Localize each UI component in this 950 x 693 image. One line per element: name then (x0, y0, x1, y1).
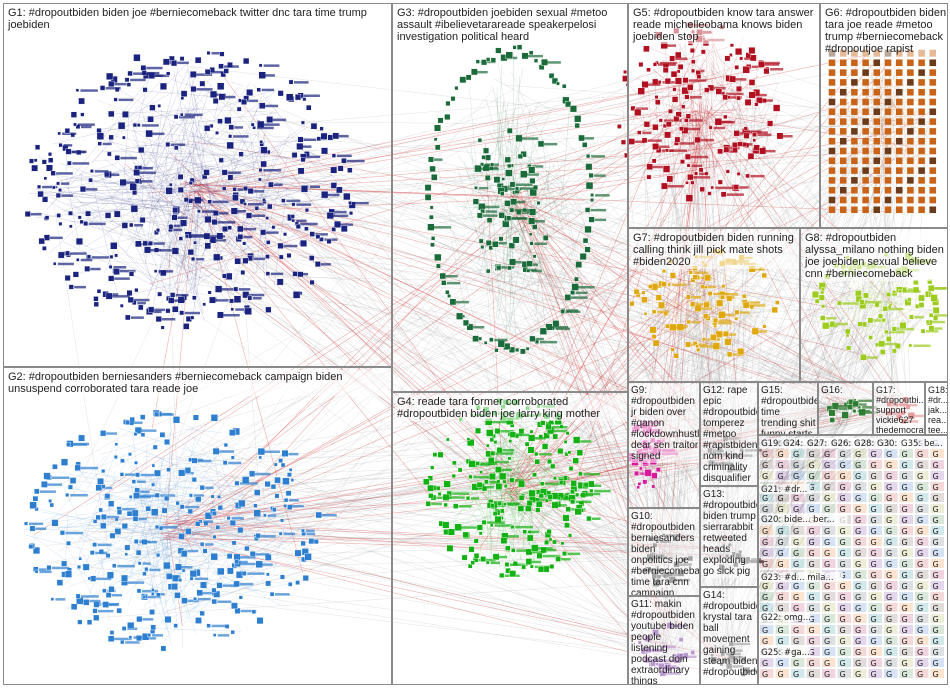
group-cell-g13: G13: #dropoutbiden biden trump sierrarab… (700, 486, 758, 587)
group-label-g14: G14: #dropoutbiden krystal tara ball mov… (701, 589, 758, 679)
group-label-g16: G16: (819, 384, 873, 397)
group-label-g2: G2: #dropoutbiden berniesanders #berniec… (6, 370, 390, 396)
group-cell-g8: G8: #dropoutbiden alyssa_milano nothing … (800, 228, 948, 382)
group-label-g10: G10: #dropoutbiden berniesanders biden o… (629, 510, 700, 596)
group-label-g15: G15: #dropoutbiden time trending shit fu… (759, 384, 818, 435)
group-cell-g15: G15: #dropoutbiden time trending shit fu… (758, 382, 818, 435)
group-label-g8: G8: #dropoutbiden alyssa_milano nothing … (803, 231, 948, 281)
group-cell-g12: G12: rape epic #dropoutbiden tomperez #m… (700, 382, 758, 486)
group-label-g12: G12: rape epic #dropoutbiden tomperez #m… (701, 384, 758, 485)
group-cell-g4: G4: reade tara former corroborated #drop… (392, 392, 628, 685)
group-cell-small-grid (758, 435, 948, 685)
group-label-g5: G5: #dropoutbiden know tara answer reade… (631, 6, 820, 44)
group-cell-g7: G7: #dropoutbiden biden running calling … (628, 228, 800, 382)
group-label-g11: G11: makin #dropoutbiden youtube biden p… (629, 598, 700, 685)
group-cell-g6: G6: #dropoutbiden biden tara joe reade #… (820, 3, 948, 228)
group-cell-g14: G14: #dropoutbiden krystal tara ball mov… (700, 587, 758, 685)
group-label-g13: G13: #dropoutbiden biden trump sierrarab… (701, 488, 758, 578)
group-cell-g5: G5: #dropoutbiden know tara answer reade… (628, 3, 820, 228)
group-cell-g11: G11: makin #dropoutbiden youtube biden p… (628, 596, 700, 685)
group-label-g6: G6: #dropoutbiden biden tara joe reade #… (823, 6, 948, 56)
group-cell-g9: G9: #dropoutbiden jr biden over #qanon #… (628, 382, 700, 508)
group-label-g7: G7: #dropoutbiden biden running calling … (631, 231, 800, 269)
group-label-g9: G9: #dropoutbiden jr biden over #qanon #… (629, 384, 700, 463)
group-label-g1: G1: #dropoutbiden biden joe #berniecomeb… (6, 6, 370, 32)
group-cell-g3: G3: #dropoutbiden joebiden sexual #metoo… (392, 3, 628, 392)
group-cell-g17: G17: #dropoutbi... support vickie627 the… (873, 382, 925, 435)
group-cell-g1: G1: #dropoutbiden biden joe #berniecomeb… (3, 3, 392, 367)
group-cell-g16: G16: (818, 382, 873, 435)
group-label-g18: G18: #dr... jak... rea... tee... (926, 384, 948, 435)
group-label-g17: G17: #dropoutbi... support vickie627 the… (874, 384, 925, 435)
group-cell-g18: G18: #dr... jak... rea... tee... (925, 382, 948, 435)
group-cell-g2: G2: #dropoutbiden berniesanders #berniec… (3, 367, 392, 685)
group-label-g3: G3: #dropoutbiden joebiden sexual #metoo… (395, 6, 627, 44)
group-label-g4: G4: reade tara former corroborated #drop… (395, 395, 627, 421)
group-cell-g10: G10: #dropoutbiden berniesanders biden o… (628, 508, 700, 596)
